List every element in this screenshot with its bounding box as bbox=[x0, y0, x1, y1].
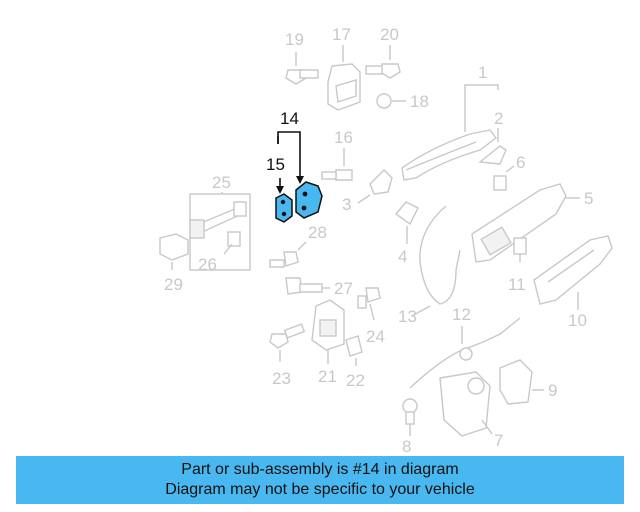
part-13-cable bbox=[411, 205, 461, 317]
part-19-bolt bbox=[285, 52, 319, 85]
callout-14: 14 bbox=[280, 109, 299, 128]
callout-6: 6 bbox=[516, 153, 525, 172]
part-8-bolt bbox=[402, 398, 418, 436]
part-24-bolt bbox=[357, 287, 381, 321]
part-7-latch bbox=[439, 371, 493, 437]
callout-9: 9 bbox=[548, 381, 557, 400]
part-25-check-assembly bbox=[189, 192, 251, 271]
part-20-bolt bbox=[365, 45, 401, 79]
callout-27: 27 bbox=[334, 279, 353, 298]
banner-line-1: Part or sub-assembly is #14 in diagram bbox=[181, 461, 459, 478]
part-4-cover bbox=[394, 201, 419, 244]
banner-line-2: Diagram may not be specific to your vehi… bbox=[165, 481, 475, 498]
callout-5: 5 bbox=[584, 189, 593, 208]
callout-12: 12 bbox=[452, 305, 471, 324]
callout-26: 26 bbox=[198, 255, 217, 274]
part-9-bracket bbox=[499, 359, 544, 405]
callout-25: 25 bbox=[212, 173, 231, 192]
part-12-cable bbox=[409, 317, 521, 389]
part-27-bolt bbox=[285, 277, 330, 295]
callout-10: 10 bbox=[568, 311, 587, 330]
part-14-hinge-assembly bbox=[277, 131, 323, 219]
callout-22: 22 bbox=[346, 371, 365, 390]
callout-19: 19 bbox=[285, 30, 304, 49]
callout-24: 24 bbox=[366, 327, 385, 346]
part-3-bracket bbox=[357, 169, 393, 204]
part-17-bracket bbox=[327, 45, 361, 111]
callout-15: 15 bbox=[266, 155, 285, 174]
part-2-cap bbox=[478, 128, 507, 165]
callout-16: 16 bbox=[334, 128, 353, 147]
callout-29: 29 bbox=[164, 275, 183, 294]
part-23-bolt bbox=[269, 323, 306, 362]
part-21-bracket bbox=[311, 299, 345, 364]
callout-23: 23 bbox=[272, 369, 291, 388]
part-6-screw bbox=[493, 165, 515, 191]
part-15-hinge bbox=[275, 178, 293, 223]
callout-21: 21 bbox=[318, 367, 337, 386]
callout-2: 2 bbox=[494, 109, 503, 128]
info-banner: Part or sub-assembly is #14 in diagram D… bbox=[16, 456, 624, 504]
callout-11: 11 bbox=[508, 275, 526, 294]
part-10-inner-handle bbox=[533, 235, 613, 310]
part-29-stop bbox=[159, 233, 189, 270]
callout-7: 7 bbox=[494, 431, 503, 450]
callout-4: 4 bbox=[398, 247, 407, 266]
part-22-nut bbox=[345, 335, 363, 366]
callout-3: 3 bbox=[342, 195, 351, 214]
part-18-nut bbox=[376, 93, 406, 109]
callout-1: 1 bbox=[478, 63, 487, 82]
part-16-screw bbox=[321, 148, 353, 181]
callout-18: 18 bbox=[410, 92, 429, 111]
callout-8: 8 bbox=[402, 437, 411, 455]
parts-diagram: 19 17 20 18 1 2 6 5 bbox=[159, 25, 613, 455]
callout-28: 28 bbox=[308, 223, 327, 242]
callout-13: 13 bbox=[398, 307, 417, 326]
part-11-screw bbox=[513, 237, 527, 262]
part-26-cap bbox=[223, 231, 241, 255]
callout-20: 20 bbox=[380, 25, 399, 44]
part-1-outer-handle bbox=[401, 84, 499, 181]
part-28-screw bbox=[269, 241, 307, 268]
part-5-carrier bbox=[471, 183, 580, 263]
callout-17: 17 bbox=[332, 25, 351, 44]
